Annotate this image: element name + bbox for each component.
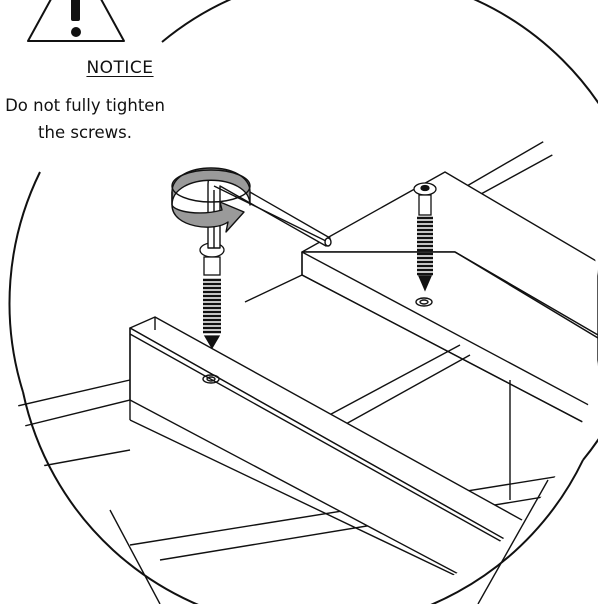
magnify-circle [8, 0, 598, 609]
upper-board [301, 171, 598, 431]
pilot-hole-right [415, 297, 433, 307]
notice-line-2: the screws. [38, 123, 132, 142]
notice-title: NOTICE [86, 58, 154, 78]
clockwise-rotation-arrow-icon [171, 167, 251, 233]
callout-lines [109, 479, 549, 605]
screw-right-icon [413, 182, 437, 292]
notice-text: Do not fully tighten the screws. [0, 92, 190, 146]
middle-rail [244, 274, 511, 500]
pilot-hole-left [202, 374, 220, 384]
notice-line-1: Do not fully tighten [5, 96, 165, 115]
warning-triangle-icon [27, 0, 125, 42]
screw-left-icon [199, 242, 225, 350]
